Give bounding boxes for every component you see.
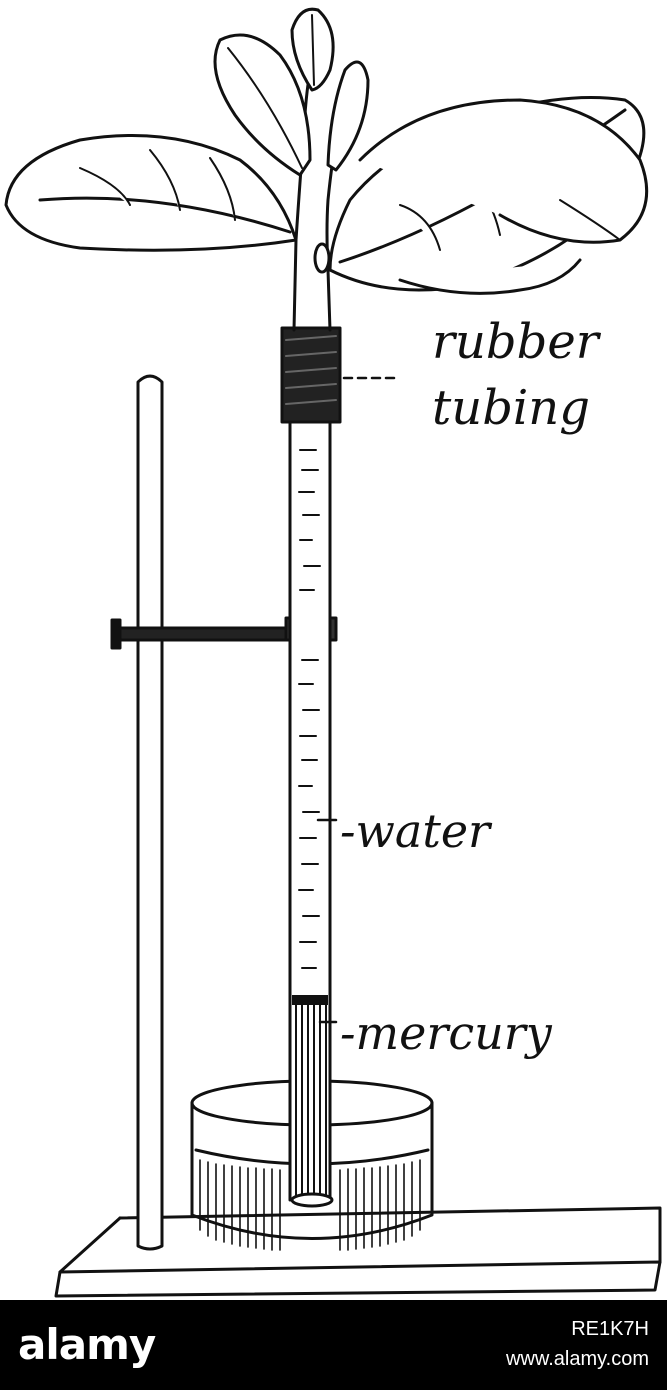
label-rubber: rubber: [432, 314, 599, 370]
rubber-tubing: [280, 326, 400, 424]
base-board: [54, 1206, 662, 1298]
apparatus-drawing: [4, 7, 662, 1298]
watermark-footer: alamy RE1K7H www.alamy.com: [0, 1300, 667, 1390]
plant-leaves: [4, 7, 649, 295]
apparatus-illustration: rubber tubing -water -mercury: [4, 7, 662, 1298]
label-mercury: -mercury: [340, 1006, 552, 1060]
stand-rod: [136, 374, 164, 1251]
image-id: RE1K7H: [571, 1318, 649, 1340]
label-water: -water: [340, 804, 491, 858]
label-pointers: [316, 818, 338, 1024]
glass-tube: [288, 418, 334, 1208]
brand-logo: alamy: [18, 1320, 156, 1369]
label-tubing: tubing: [432, 380, 590, 436]
site-url: www.alamy.com: [506, 1348, 649, 1370]
